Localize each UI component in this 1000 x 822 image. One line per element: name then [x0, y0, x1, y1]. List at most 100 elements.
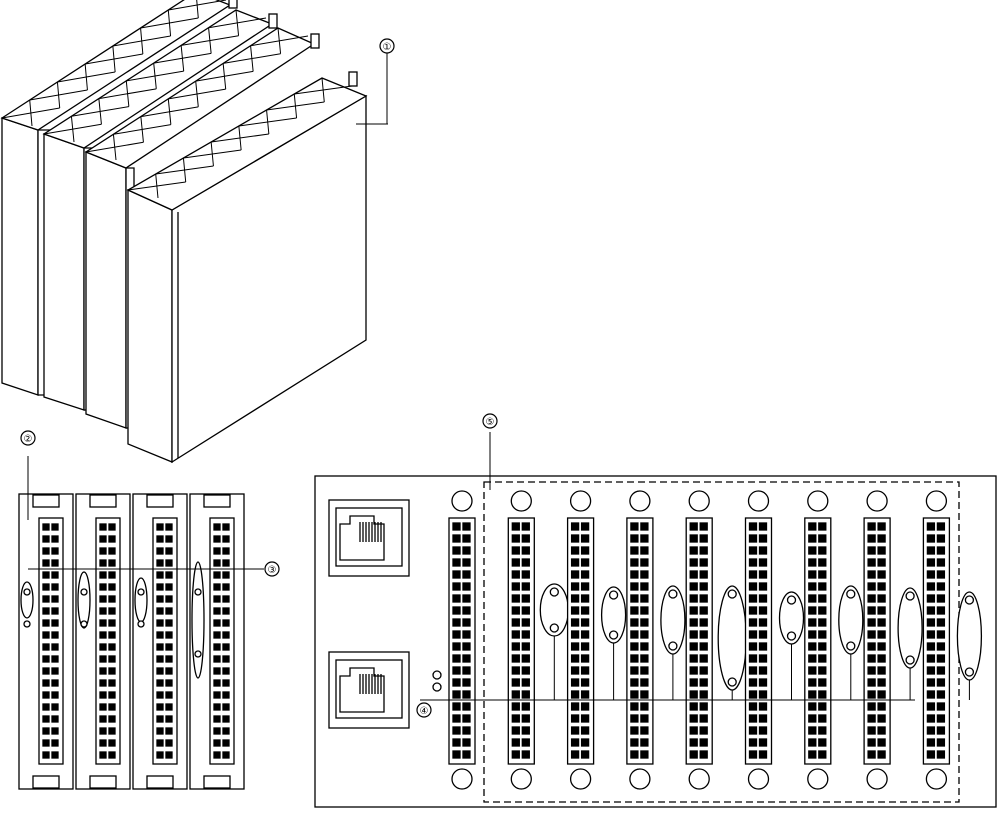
lattice-cell	[195, 63, 254, 90]
connector-pin	[867, 546, 876, 555]
connector-pin	[452, 630, 461, 639]
lattice-cell	[140, 98, 199, 125]
connector-pin	[877, 678, 886, 687]
lattice-cell	[223, 45, 281, 72]
connector-pin	[570, 642, 580, 651]
front-screw	[194, 588, 202, 596]
front-pin	[222, 679, 230, 687]
standoff-screw	[846, 641, 856, 651]
connector-pin	[877, 594, 886, 603]
front-pin	[156, 667, 164, 675]
connector-pin	[462, 630, 471, 639]
callout-4-label: ④	[420, 706, 429, 717]
connector-pin	[748, 594, 758, 603]
connector-pin	[630, 582, 639, 591]
connector-pin	[758, 522, 768, 531]
front-pin	[156, 703, 164, 711]
connector-pin	[521, 546, 530, 555]
front-pin	[51, 679, 59, 687]
connector-pin	[462, 522, 471, 531]
front-pin	[156, 535, 164, 543]
connector-pin	[936, 642, 946, 651]
connector-pin	[689, 666, 698, 675]
terminal-post	[348, 71, 358, 87]
connector-pin	[877, 750, 886, 759]
connector-pin	[867, 630, 876, 639]
connector-pin	[689, 618, 698, 627]
front-pin	[42, 703, 50, 711]
front-pin	[222, 715, 230, 723]
connector-pin	[630, 570, 639, 579]
connector-pin	[640, 702, 649, 711]
lattice-cell	[57, 63, 116, 91]
connector-pin	[818, 702, 827, 711]
connector-pin	[521, 714, 530, 723]
connector-pin	[748, 678, 758, 687]
front-pin	[165, 691, 173, 699]
front-pin	[42, 535, 50, 543]
slot-region-outline	[483, 481, 960, 803]
connector-pin	[818, 714, 827, 723]
mounting-hole	[510, 490, 532, 512]
lattice-cell	[85, 134, 144, 161]
connector-pin	[818, 570, 827, 579]
connector-pin	[511, 726, 520, 735]
connector-pin	[521, 726, 530, 735]
connector-pin	[462, 570, 471, 579]
connector-pin	[758, 534, 768, 543]
connector-pin	[877, 714, 886, 723]
front-pin	[213, 583, 221, 591]
mounting-hole	[510, 768, 532, 790]
front-pin	[108, 739, 116, 747]
connector-pin	[462, 690, 471, 699]
connector-pin	[580, 666, 590, 675]
connector-pin	[689, 558, 698, 567]
connector-pin	[867, 738, 876, 747]
connector-pin	[521, 666, 530, 675]
connector-pin	[758, 606, 768, 615]
connector-pin	[452, 642, 461, 651]
front-pin	[222, 571, 230, 579]
front-screw	[80, 588, 88, 596]
connector-pin	[640, 738, 649, 747]
lattice-cell	[113, 116, 171, 143]
front-pin	[213, 715, 221, 723]
connector-pin	[630, 714, 639, 723]
mounting-hole	[925, 490, 948, 512]
front-pin	[99, 751, 107, 759]
front-pin	[108, 727, 116, 735]
connector-pin	[867, 618, 876, 627]
connector-pin	[521, 558, 530, 567]
connector-pin	[877, 618, 886, 627]
connector-pin	[630, 738, 639, 747]
connector-pin	[758, 738, 768, 747]
connector-pin	[877, 654, 886, 663]
connector-pin	[452, 546, 461, 555]
connector-pin	[630, 558, 639, 567]
front-pin	[213, 631, 221, 639]
connector-pin	[580, 522, 590, 531]
front-pin	[156, 631, 164, 639]
front-pin	[156, 655, 164, 663]
connector-pin	[867, 570, 876, 579]
front-screw	[23, 588, 31, 596]
connector-pin	[640, 750, 649, 759]
connector-pin	[511, 666, 520, 675]
connector-pin	[689, 570, 698, 579]
front-pin	[165, 547, 173, 555]
connector-pin	[877, 546, 886, 555]
mounting-hole	[866, 768, 888, 790]
connector-pin	[808, 618, 817, 627]
connector-pin	[462, 642, 471, 651]
front-pin	[156, 679, 164, 687]
connector-pin	[758, 582, 768, 591]
connector-pin	[926, 690, 936, 699]
connector-pin	[580, 642, 590, 651]
standoff-screw	[608, 590, 619, 600]
connector-pin	[758, 654, 768, 663]
lattice-cell	[126, 63, 184, 89]
front-pin	[108, 559, 116, 567]
connector-pin	[748, 702, 758, 711]
standoff-screw	[668, 641, 678, 651]
